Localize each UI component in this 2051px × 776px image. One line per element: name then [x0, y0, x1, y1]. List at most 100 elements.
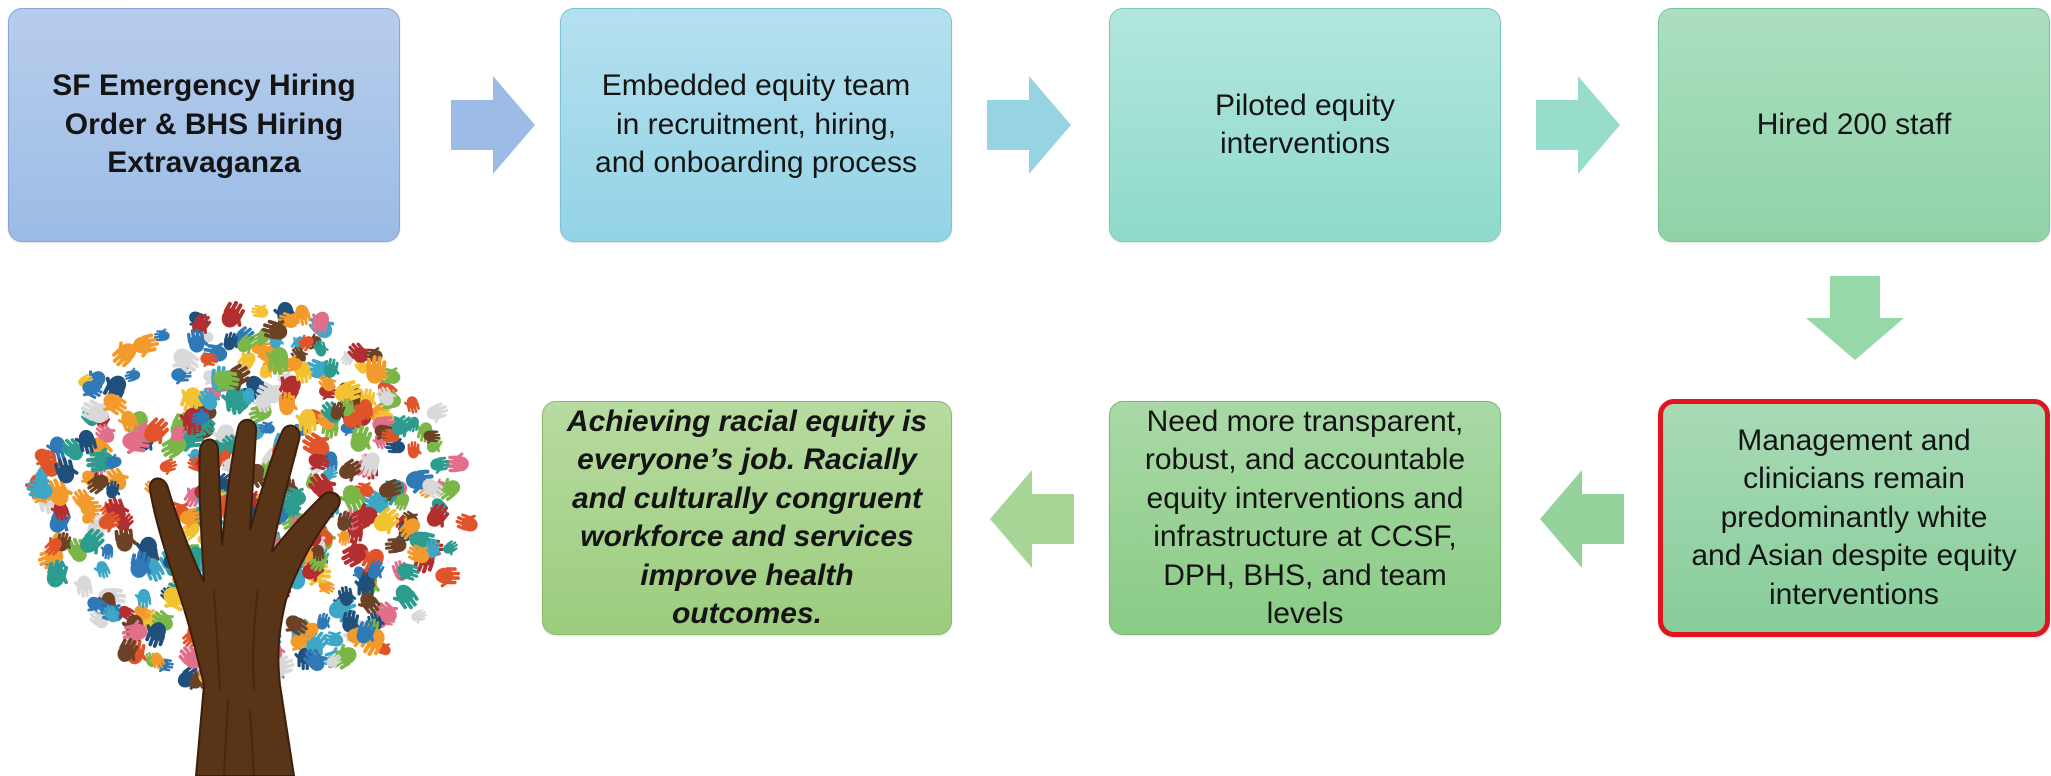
arrow-right-icon: [1536, 76, 1620, 174]
hand-leaf-icon: [310, 311, 330, 335]
arrow-down-icon: [1806, 276, 1904, 360]
hand-leaf-icon: [277, 312, 298, 328]
hand-leaf-icon: [342, 609, 360, 633]
hand-leaf-icon: [300, 620, 319, 641]
hand-leaf-icon: [376, 386, 397, 406]
hand-leaf-icon: [316, 612, 331, 630]
hand-leaf-icon: [430, 456, 450, 474]
hand-leaf-icon: [74, 429, 98, 455]
hand-leaf-icon: [403, 396, 420, 414]
hand-leaf-icon: [339, 458, 362, 482]
hand-leaf-icon: [26, 478, 53, 499]
box-hired-200-staff: Hired 200 staff: [1658, 8, 2050, 242]
hand-leaf-icon: [425, 538, 442, 559]
hand-leaf-icon: [130, 550, 152, 578]
hand-leaf-icon: [310, 545, 325, 562]
hand-leaf-icon: [295, 408, 317, 435]
hand-leaf-icon: [359, 452, 380, 477]
hand-leaf-icon: [323, 631, 344, 647]
hand-leaf-icon: [322, 467, 338, 482]
hand-leaf-icon: [144, 417, 169, 445]
hand-leaf-icon: [221, 301, 245, 328]
hand-leaf-icon: [379, 478, 403, 502]
hand-leaf-icon: [103, 393, 127, 416]
hand-leaf-icon: [72, 488, 95, 511]
hand-leaf-icon: [179, 507, 202, 529]
hand-leaf-icon: [331, 643, 357, 670]
hand-leaf-icon: [354, 575, 374, 599]
hand-leaf-icon: [324, 358, 340, 378]
hand-leaf-icon: [392, 584, 419, 610]
hand-leaf-icon: [303, 648, 327, 672]
hand-leaf-icon: [423, 430, 441, 444]
hand-leaf-icon: [171, 424, 187, 442]
hand-leaf-icon: [426, 402, 449, 424]
hand-leaf-icon: [443, 540, 458, 556]
hand-leaf-icon: [117, 410, 140, 433]
hand-leaf-icon: [145, 622, 166, 648]
hand-leaf-icon: [313, 340, 329, 357]
hand-leaf-icon: [326, 653, 342, 669]
hand-leaf-icon: [367, 560, 385, 579]
box-management-clinicians-remain: Management and clinicians remain predomi…: [1658, 399, 2050, 637]
hand-leaf-icon: [102, 605, 121, 623]
hand-leaf-icon: [117, 637, 139, 662]
hand-leaf-icon: [34, 448, 57, 467]
hand-leaf-icon: [350, 424, 373, 452]
hand-leaf-icon: [394, 493, 410, 511]
hand-leaf-icon: [82, 508, 97, 524]
hand-leaf-icon: [291, 361, 312, 384]
hand-leaf-icon: [124, 367, 141, 383]
hand-leaf-icon: [308, 453, 330, 471]
hand-leaf-icon: [350, 503, 378, 531]
hand-leaf-icon: [330, 401, 346, 420]
hand-leaf-icon: [159, 458, 178, 475]
box-embedded-equity-team: Embedded equity team in recruitment, hir…: [560, 8, 952, 242]
hand-leaf-icon: [407, 441, 422, 459]
hand-leaf-icon: [426, 503, 450, 528]
hand-leaf-icon: [54, 457, 79, 484]
arrow-right-icon: [451, 76, 535, 174]
hand-leaf-icon: [213, 370, 240, 391]
hand-leaf-icon: [82, 381, 103, 399]
hand-leaf-icon: [308, 473, 337, 500]
hand-leaf-icon: [95, 423, 116, 443]
hand-leaf-icon: [104, 453, 122, 470]
hand-leaf-icon: [81, 399, 109, 423]
hand-leaf-icon: [337, 530, 350, 546]
hand-leaf-icon: [172, 348, 200, 374]
hand-leaf-icon: [98, 511, 121, 533]
hand-leaf-icon: [61, 438, 85, 461]
hand-leaf-icon: [93, 561, 111, 579]
hand-leaf-icon: [258, 421, 275, 434]
hand-leaf-icon: [46, 559, 69, 588]
hand-leaf-icon: [261, 319, 288, 340]
hand-leaf-icon: [132, 333, 159, 358]
hand-leaf-icon: [285, 615, 308, 636]
box-achieving-racial-equity: Achieving racial equity is everyone’s jo…: [542, 401, 952, 635]
hand-leaf-icon: [339, 485, 366, 512]
box-piloted-equity-interventions: Piloted equity interventions: [1109, 8, 1501, 242]
hand-leaf-icon: [251, 304, 269, 318]
hand-leaf-icon: [106, 480, 121, 499]
hand-leaf-icon: [186, 328, 209, 353]
hand-leaf-icon: [445, 452, 469, 473]
hand-leaf-icon: [112, 341, 137, 368]
hand-leaf-icon: [347, 342, 370, 363]
hand-leaf-icon: [223, 331, 238, 351]
hand-leaf-icon: [365, 355, 389, 384]
hand-leaf-icon: [134, 605, 151, 621]
hand-leaf-icon: [266, 347, 289, 376]
arrow-left-icon: [1540, 470, 1624, 568]
hand-leaf-icon: [373, 507, 400, 535]
hand-leaf-icon: [302, 432, 330, 458]
hand-leaf-icon: [291, 304, 312, 326]
hand-leaf-icon: [337, 510, 353, 531]
arrow-left-icon: [990, 470, 1074, 568]
hand-leaf-icon: [376, 601, 399, 622]
hand-leaf-icon: [397, 563, 420, 581]
hand-leaf-icon: [100, 543, 114, 560]
hand-leaf-icon: [411, 609, 427, 624]
hand-leaf-icon: [134, 588, 152, 609]
hand-leaf-icon: [241, 387, 255, 405]
